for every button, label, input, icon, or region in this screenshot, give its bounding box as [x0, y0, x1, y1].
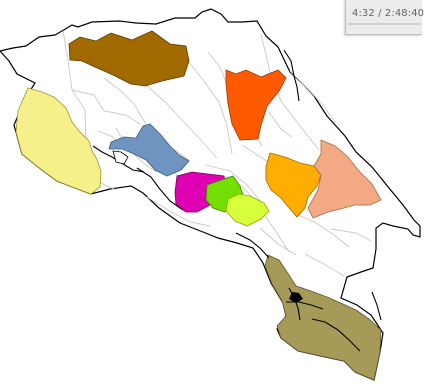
region-central-west[interactable]	[108, 123, 190, 177]
time-display: 4:32 / 2:48:40	[352, 8, 424, 19]
region-northern[interactable]	[68, 30, 190, 87]
region-western[interactable]	[15, 87, 102, 195]
time-progress-track	[348, 23, 421, 25]
region-central-lime[interactable]	[225, 193, 270, 227]
island	[289, 292, 303, 303]
region-southern[interactable]	[264, 254, 382, 381]
time-badge: 4:32 / 2:48:40	[345, 0, 424, 35]
region-eastern-orange[interactable]	[265, 152, 322, 218]
gulf-inlet	[112, 150, 129, 165]
region-northeastern[interactable]	[225, 69, 287, 141]
region-eastern-peach[interactable]	[307, 139, 382, 219]
